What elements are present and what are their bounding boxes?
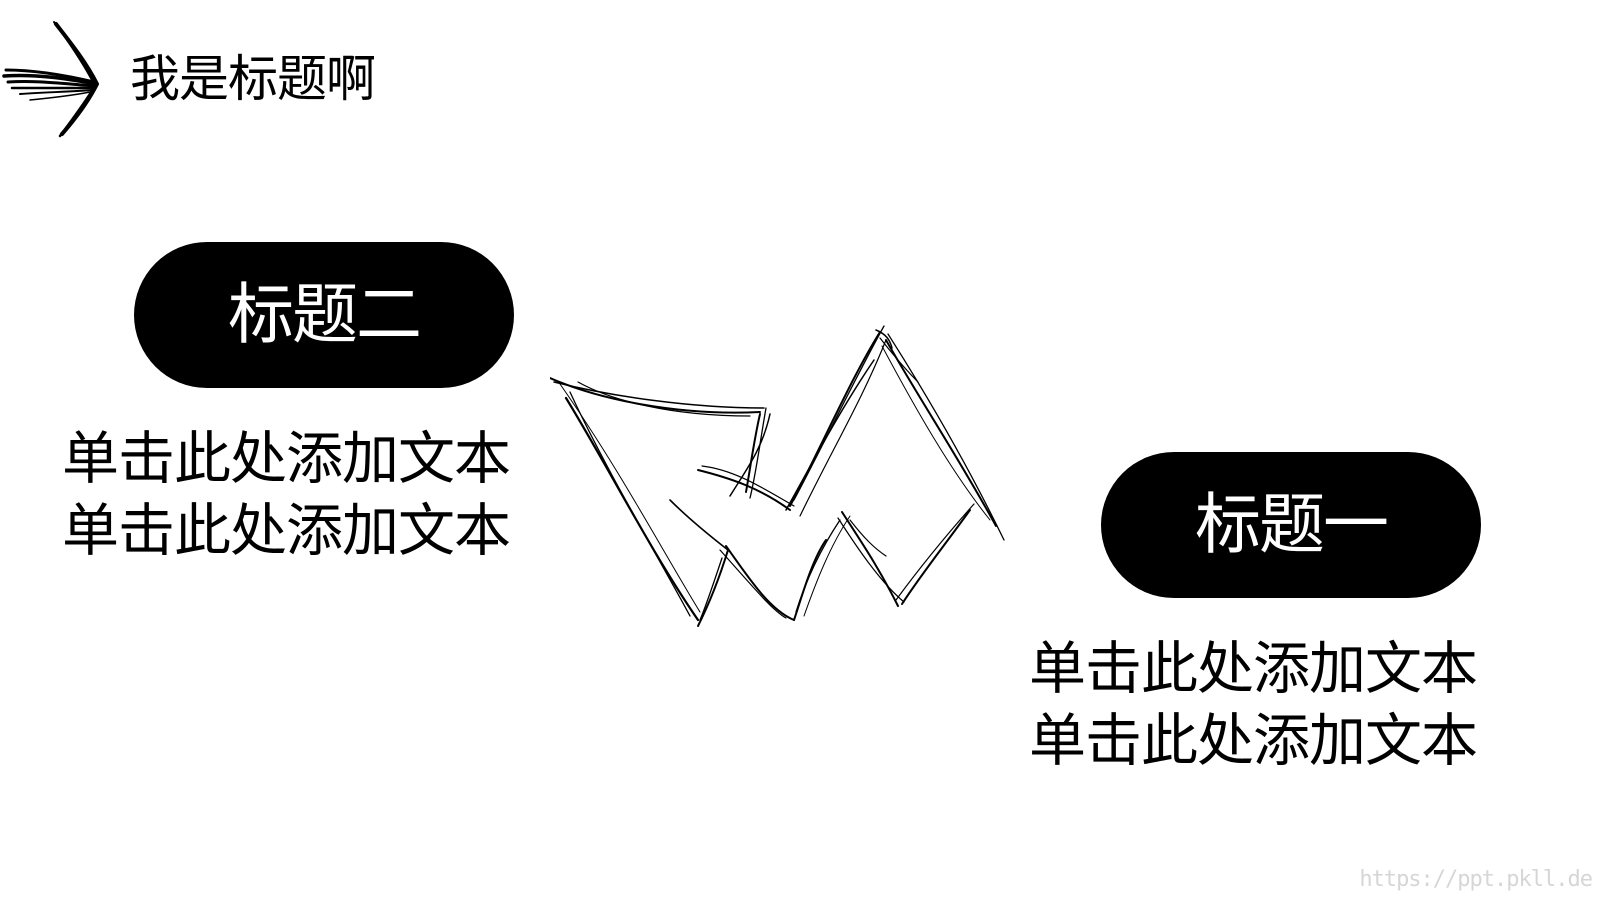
sketch-zigzag-icon bbox=[550, 325, 1005, 627]
text-line: 单击此处添加文本 bbox=[62, 498, 511, 564]
text-block-left: 单击此处添加文本 单击此处添加文本 bbox=[62, 423, 511, 567]
heading-pill-one: 标题一 bbox=[1101, 452, 1481, 598]
text-block-right: 单击此处添加文本 单击此处添加文本 bbox=[1029, 633, 1478, 777]
watermark: https://ppt.pkll.de bbox=[1359, 867, 1593, 892]
text-line: 单击此处添加文本 bbox=[62, 426, 511, 492]
text-line: 单击此处添加文本 bbox=[1029, 708, 1478, 774]
text-line: 单击此处添加文本 bbox=[1029, 636, 1478, 702]
heading-pill-label: 标题二 bbox=[228, 276, 422, 353]
heading-pill-two: 标题二 bbox=[134, 242, 514, 388]
heading-pill-label: 标题一 bbox=[1195, 486, 1389, 563]
page-title: 我是标题啊 bbox=[130, 50, 376, 108]
sketch-arrow-icon bbox=[2, 21, 99, 138]
